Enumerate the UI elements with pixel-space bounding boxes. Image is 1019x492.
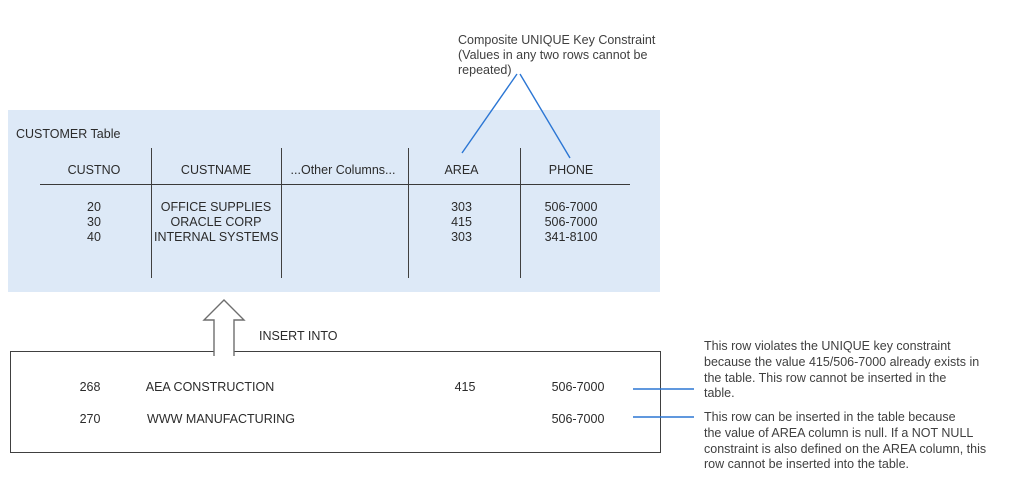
staging-cell: 268 — [79, 380, 101, 394]
column-header-custname: CUSTNAME — [180, 163, 252, 177]
callout-line: This row can be inserted in the table be… — [704, 410, 956, 424]
table-cell: 30 — [87, 215, 101, 229]
callout-line: Composite UNIQUE Key Constraint — [458, 33, 656, 47]
table-cell: 40 — [87, 230, 101, 244]
staging-cell: WWW MANUFACTURING — [147, 412, 295, 426]
callout-line: the value of AREA column is null. If a N… — [704, 425, 974, 440]
column-header-area: AREA — [444, 163, 479, 177]
staging-cell: 506-7000 — [551, 412, 605, 426]
callout-line: because the value 415/506-7000 already e… — [704, 354, 980, 369]
null-allowed-callout: This row can be inserted in the table be… — [704, 410, 1019, 473]
table-cell: 303 — [451, 230, 472, 244]
violation-callout: This row violates the UNIQUE key constra… — [704, 339, 1019, 402]
staging-cell: AEA CONSTRUCTION — [145, 380, 275, 394]
table-cell: 341-8100 — [544, 230, 598, 244]
callout-line: the table. This row cannot be inserted i… — [704, 370, 947, 385]
callout-line: constraint is also defined on the AREA c… — [704, 441, 987, 456]
table-cell: 415 — [451, 215, 472, 229]
column-divider — [408, 148, 409, 278]
staging-cell: 506-7000 — [551, 380, 605, 394]
staging-cell: 270 — [79, 412, 101, 426]
insert-rows-box — [10, 351, 661, 453]
callout-line: table. — [704, 386, 735, 401]
table-cell: 506-7000 — [544, 200, 598, 214]
table-cell: OFFICE SUPPLIES — [160, 200, 272, 214]
table-cell: 303 — [451, 200, 472, 214]
table-cell: ORACLE CORP — [170, 215, 262, 229]
column-divider — [520, 148, 521, 278]
callout-line: This row violates the UNIQUE key constra… — [704, 339, 951, 353]
customer-table-title: CUSTOMER Table — [16, 127, 121, 141]
callout-line: row cannot be inserted into the table. — [704, 457, 909, 472]
unique-key-callout: Composite UNIQUE Key Constraint (Values … — [458, 33, 655, 79]
column-header-phone: PHONE — [548, 163, 594, 177]
table-cell: 506-7000 — [544, 215, 598, 229]
callout-line: repeated) — [458, 63, 512, 78]
insert-into-label: INSERT INTO — [259, 329, 338, 343]
column-divider — [151, 148, 152, 278]
callout-line: (Values in any two rows cannot be — [458, 48, 648, 63]
table-cell: INTERNAL SYSTEMS — [154, 230, 279, 244]
column-header-other-columns: ...Other Columns... — [290, 163, 396, 177]
header-underline — [40, 184, 630, 185]
up-arrow-icon — [202, 299, 246, 356]
table-cell: 20 — [87, 200, 101, 214]
column-divider — [281, 148, 282, 278]
column-header-custno: CUSTNO — [67, 163, 121, 177]
staging-cell: 415 — [454, 380, 476, 394]
